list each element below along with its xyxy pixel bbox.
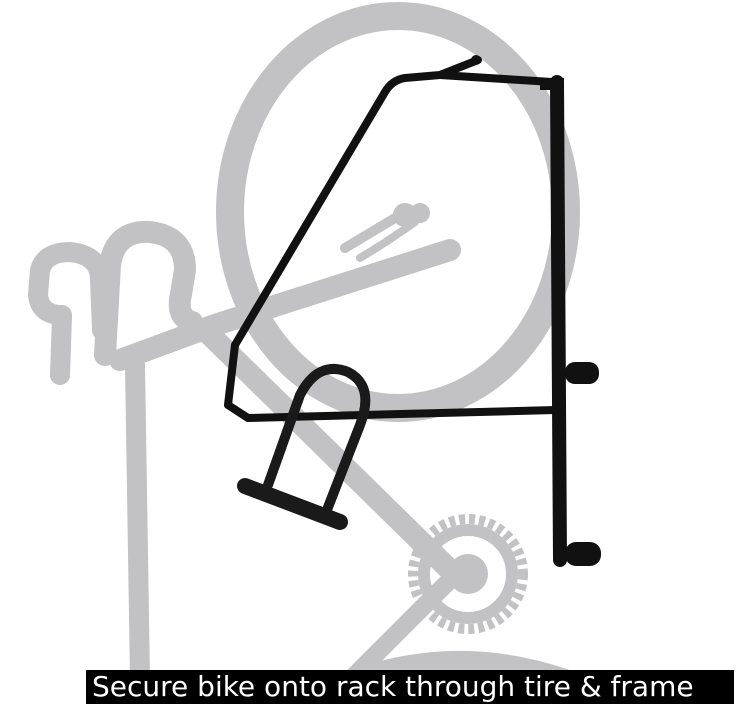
caption: Secure bike onto rack through tire & fra… (86, 670, 734, 704)
handlebar-drop-left (38, 252, 102, 375)
rack-mount-top (540, 78, 564, 90)
chainring-hub (448, 554, 488, 594)
brake-knob-2 (410, 203, 430, 223)
brake-lever-cable (345, 215, 400, 248)
rack-post (557, 82, 560, 560)
rack-mount-middle (565, 362, 599, 384)
head-tube-post (135, 365, 140, 680)
rack-mount-bottom (565, 542, 601, 566)
rack-hook-tip (471, 55, 481, 65)
